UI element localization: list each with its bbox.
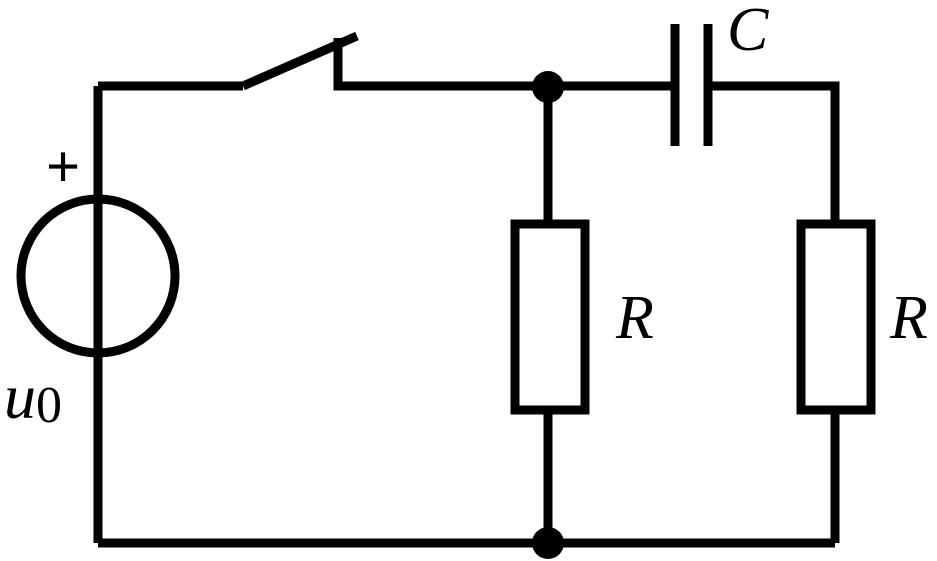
top-wire-right — [708, 81, 840, 224]
resistor-middle — [510, 219, 590, 415]
resistor-middle-label: R — [615, 284, 654, 352]
source-subscript: 0 — [36, 377, 62, 434]
switch-contact — [333, 38, 548, 91]
source-plus-label: + — [46, 134, 80, 199]
source-symbol: u — [4, 361, 36, 432]
capacitor-label: C — [727, 0, 769, 64]
voltage-source — [16, 194, 180, 358]
resistor-right — [796, 219, 876, 415]
source-label: u0 — [4, 361, 62, 434]
junction-bottom — [532, 527, 564, 559]
junction-top — [532, 71, 564, 103]
resistor-right-label: R — [889, 284, 928, 352]
